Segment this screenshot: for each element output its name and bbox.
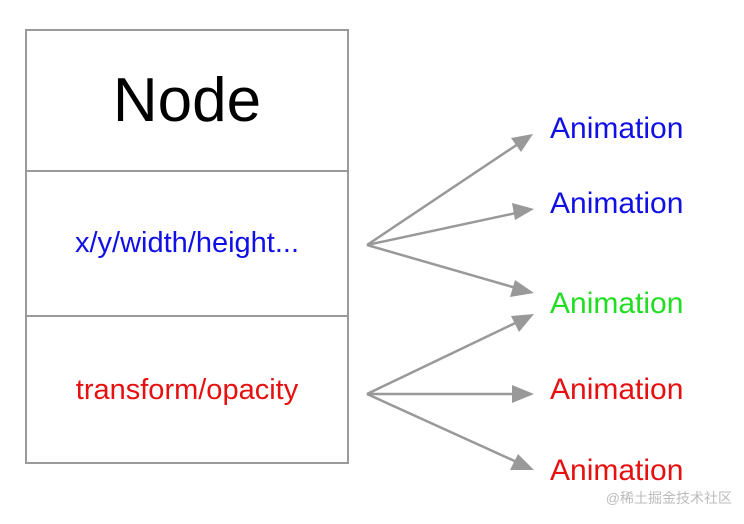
layout-props-label: x/y/width/height... (74, 227, 300, 259)
animation-label-4: Animation (550, 373, 684, 406)
arrowhead-3 (510, 280, 534, 297)
composite-props-section: transform/opacity (27, 317, 347, 464)
arrowhead-4 (511, 314, 534, 332)
animation-label-5: Animation (550, 454, 684, 487)
arrow-composite-to-animation-3 (366, 314, 531, 396)
animation-label-1: Animation (550, 112, 684, 145)
arrow-layout-to-animation-1 (366, 134, 531, 247)
node-title-section: Node (27, 31, 347, 172)
layout-props-section: x/y/width/height... (27, 172, 347, 317)
arrowhead-1 (511, 134, 533, 152)
node-title: Node (112, 66, 262, 135)
composite-props-label: transform/opacity (75, 374, 299, 406)
animation-label-2: Animation (550, 187, 684, 220)
watermark: @稀土掘金技术社区 (605, 490, 732, 506)
arrow-layout-to-animation-3 (366, 243, 531, 294)
node-box: Node x/y/width/height... transform/opaci… (25, 29, 349, 464)
arrow-composite-to-animation-5 (366, 392, 531, 470)
arrowhead-2 (512, 203, 534, 220)
arrow-layout-to-animation-2 (366, 208, 531, 247)
animation-label-3: Animation (550, 287, 684, 320)
arrowhead-6 (510, 454, 534, 470)
arrowhead-5 (512, 385, 534, 403)
